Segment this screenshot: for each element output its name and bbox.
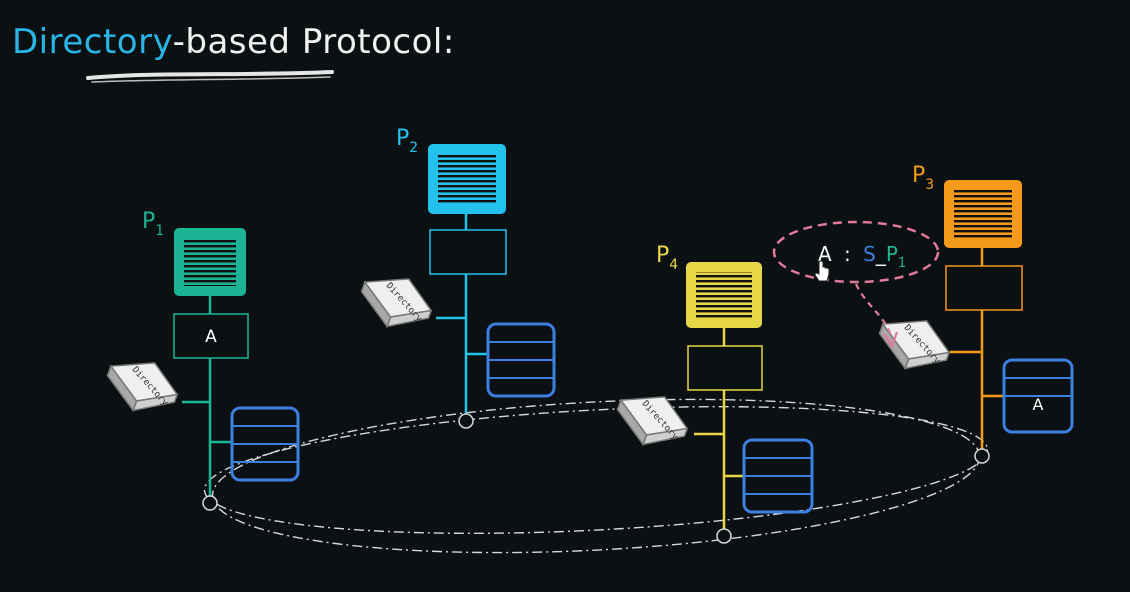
directory-book-icon: Directory [98, 348, 186, 424]
node-p2: P2 Directory [352, 126, 556, 429]
annotation-text: A : S_P1 [818, 242, 906, 271]
title-rest: -based Protocol: [172, 22, 455, 62]
p3-memory [1002, 358, 1074, 434]
directory-book-icon: Directory [352, 264, 440, 340]
title-underline [86, 70, 334, 80]
p2-cache [429, 229, 507, 275]
hand-cursor-icon [814, 260, 830, 282]
page-title: Directory-based Protocol: [12, 22, 455, 62]
p1-ring-connector [202, 495, 218, 511]
p3-ring-connector [974, 448, 990, 464]
p4-cache [687, 345, 763, 391]
p3-memory-value: A [1033, 395, 1044, 414]
p2-label: P2 [396, 126, 418, 156]
p4-ring-connector [716, 528, 732, 544]
node-p4: P4 Directory [608, 243, 814, 544]
directory-book-icon: Directory [870, 306, 958, 382]
directory-book-icon: Directory [608, 382, 696, 458]
p4-label: P4 [656, 243, 678, 273]
annotation-block: A [818, 242, 832, 266]
title-underline-stroke-2 [91, 76, 331, 83]
p2-ring-connector [458, 413, 474, 429]
interconnect-ring [203, 398, 989, 554]
title-highlight: Directory [12, 22, 173, 62]
p3-cache [945, 265, 1023, 311]
node-p3: P3 Directory A [870, 163, 1074, 464]
p1-memory [230, 406, 300, 482]
p1-label: P1 [142, 209, 164, 239]
p3-label: P3 [912, 163, 934, 193]
p1-cache-value: A [205, 327, 217, 347]
annotation-arrow [854, 283, 894, 341]
node-p1: P1 A Directory [98, 209, 300, 511]
annotation-state: S [863, 242, 876, 266]
directory-entry-annotation: A : S_P1 [772, 220, 940, 349]
p2-memory [486, 322, 556, 398]
annotation-owner: P [886, 242, 898, 266]
p4-memory [742, 438, 814, 514]
